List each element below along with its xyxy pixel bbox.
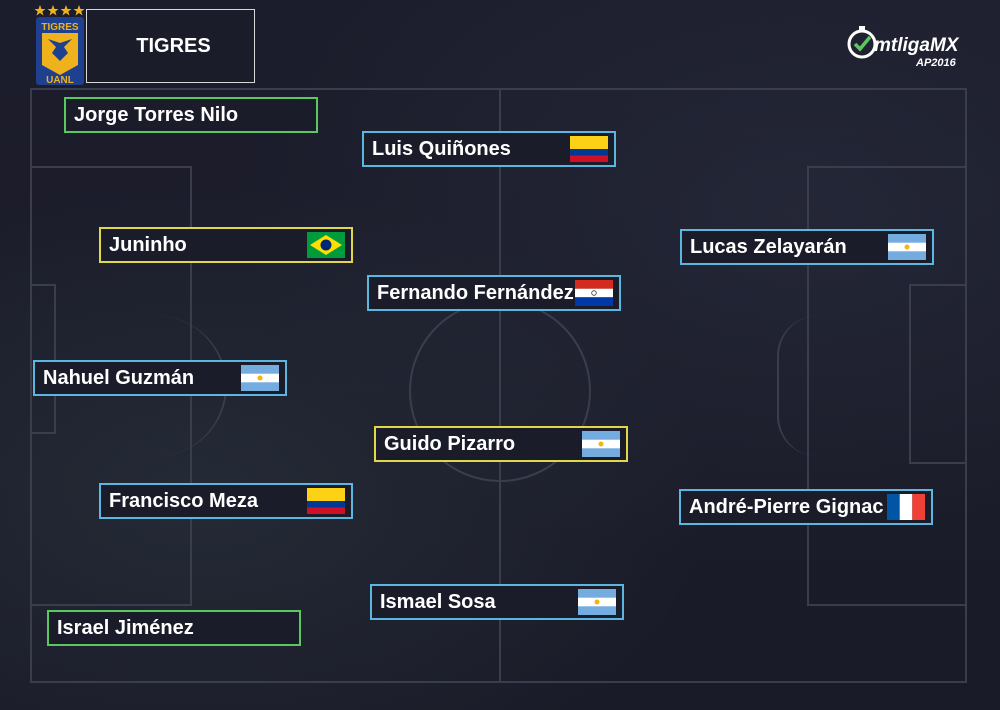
player-name: Lucas Zelayarán [690,235,847,258]
svg-text:mtligaMX: mtligaMX [874,35,960,56]
tigres-logo: TIGRES UANL [34,5,85,86]
ligamx-brand-logo: mtligaMX AP2016 [847,26,960,69]
player-card-jorge-torres-nilo: Jorge Torres Nilo [64,97,318,133]
paraguay-flag-icon [575,280,613,306]
svg-text:AP2016: AP2016 [915,57,957,69]
player-name: Ismael Sosa [380,590,496,613]
player-card-francisco-meza: Francisco Meza [99,483,353,519]
argentina-flag-icon [241,365,279,391]
player-name: Luis Quiñones [372,137,511,160]
player-card-andre-pierre-gignac: André-Pierre Gignac [679,489,933,525]
player-name: Jorge Torres Nilo [74,103,239,126]
player-card-fernando-fernandez: Fernando Fernández [367,275,621,311]
argentina-flag-icon [578,589,616,615]
player-name: Fernando Fernández [377,281,574,304]
brazil-flag-icon [307,232,345,258]
player-card-israel-jimenez: Israel Jiménez [47,610,301,646]
player-card-nahuel-guzman: Nahuel Guzmán [33,360,287,396]
argentina-flag-icon [888,234,926,260]
player-card-ismael-sosa: Ismael Sosa [370,584,624,620]
player-name: Nahuel Guzmán [43,366,195,389]
player-name: Guido Pizarro [384,432,516,455]
player-card-guido-pizarro: Guido Pizarro [374,426,628,462]
colombia-flag-icon [307,488,345,514]
left-goal-box [30,284,56,434]
team-name: TIGRES [136,34,211,57]
right-penalty-arc [777,316,817,456]
right-goal-box [909,284,967,464]
player-card-lucas-zelayaran: Lucas Zelayarán [680,229,934,265]
player-name: Israel Jiménez [57,616,194,639]
player-name: Francisco Meza [109,489,258,512]
team-name-box: TIGRES [86,9,255,83]
player-name: André-Pierre Gignac [689,495,884,518]
argentina-flag-icon [582,431,620,457]
player-card-juninho: Juninho [99,227,353,263]
france-flag-icon [887,494,925,520]
player-card-luis-quinones: Luis Quiñones [362,131,616,167]
svg-text:UANL: UANL [46,75,74,86]
svg-text:TIGRES: TIGRES [41,22,79,33]
player-name: Juninho [109,233,187,256]
colombia-flag-icon [570,136,608,162]
